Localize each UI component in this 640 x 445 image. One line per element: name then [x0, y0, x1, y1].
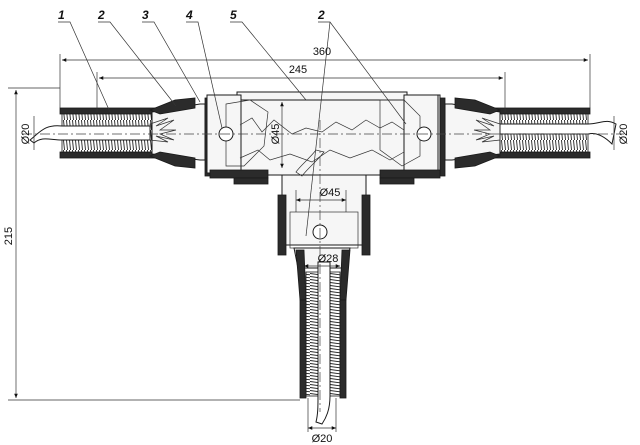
- dim-label-neck-28: Ø28: [318, 253, 339, 265]
- branch-right-wall: [361, 194, 371, 256]
- left-stress-cone-lower: [148, 151, 196, 169]
- central-t-body: [204, 91, 446, 185]
- vertical-branch: [277, 149, 371, 425]
- right-stress-cone-lower: [454, 151, 502, 169]
- dim-label-right-20: Ø20: [618, 124, 630, 145]
- left-connector-teeth: [149, 117, 177, 143]
- housing-lower-rim-right: [379, 169, 441, 179]
- dimension-labels: 360 245 215 Ø20 Ø20 Ø20 Ø45 Ø45 Ø28: [3, 46, 630, 445]
- dim-label-branch-45: Ø45: [320, 187, 341, 199]
- callout-2-right: 2: [317, 8, 325, 22]
- branch-cable-conductor: [315, 261, 331, 425]
- branch-cone-right: [339, 249, 351, 301]
- callout-4: 4: [185, 8, 193, 22]
- callout-3: 3: [142, 8, 149, 22]
- dim-label-245: 245: [289, 64, 307, 76]
- left-stress-cone: [148, 97, 196, 115]
- dimension-lines: [8, 54, 615, 432]
- right-stress-cone: [454, 97, 502, 115]
- dim-label-main-45: Ø45: [270, 124, 282, 145]
- inner-cutaway-right: [379, 99, 421, 167]
- callout-1: 1: [58, 8, 65, 22]
- branch-sheath-right: [339, 299, 347, 399]
- dim-label-360: 360: [313, 46, 331, 58]
- inner-cutaway: [225, 99, 269, 167]
- callout-5: 5: [230, 8, 237, 22]
- dim-label-bottom-20: Ø20: [312, 433, 333, 445]
- branch-left-wall: [277, 194, 287, 256]
- branch-cone-left: [295, 249, 307, 301]
- housing-lower-step: [233, 177, 269, 185]
- right-connector-teeth: [473, 117, 501, 143]
- housing-lower-rim: [209, 169, 269, 179]
- left-cable-assembly: [29, 97, 211, 169]
- dim-label-215: 215: [3, 227, 15, 245]
- dim-label-left-20: Ø20: [20, 124, 32, 145]
- callout-numbers: 1 2 3 4 5 2: [58, 8, 325, 22]
- leader-lines: [58, 21, 407, 237]
- callout-2-left: 2: [97, 8, 105, 22]
- right-cable-assembly: [439, 97, 617, 169]
- housing-lower-step-right: [379, 177, 415, 185]
- branch-sheath-left: [299, 299, 307, 399]
